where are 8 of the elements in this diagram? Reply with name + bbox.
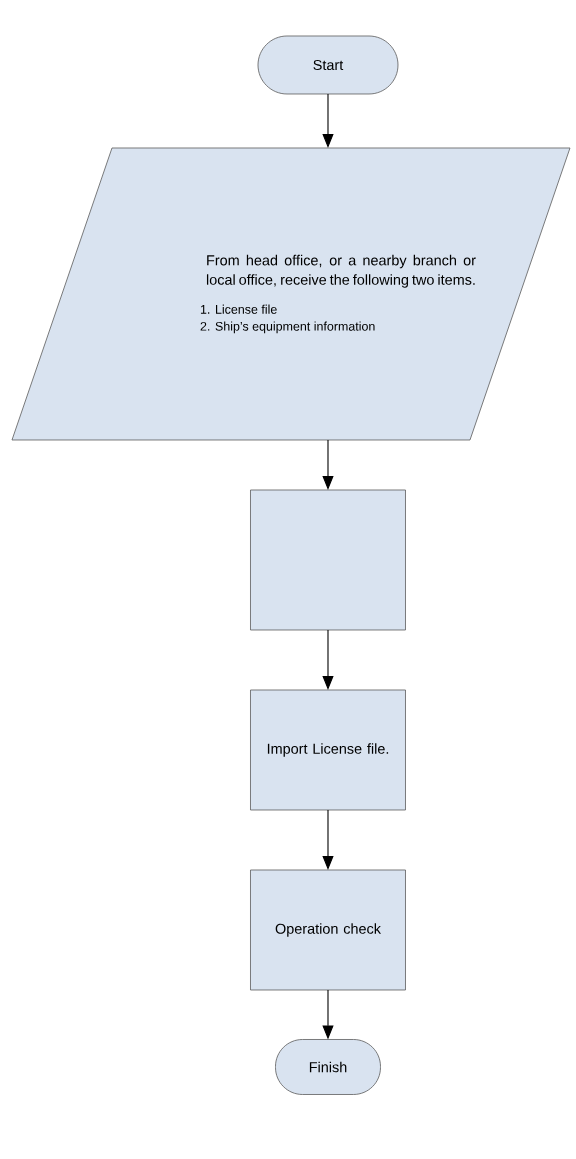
process-box: Operation check — [250, 869, 406, 991]
arrow — [322, 439, 334, 490]
input-parallelogram: From head office, or a nearby branch or local office, receive the following two items. 1. License file 2. Ship’s equipment information — [11, 147, 571, 441]
arrow — [322, 629, 334, 690]
process-box: Import License file. — [250, 689, 406, 811]
process-box — [250, 489, 406, 631]
arrow — [322, 93, 334, 148]
arrow — [322, 809, 334, 870]
